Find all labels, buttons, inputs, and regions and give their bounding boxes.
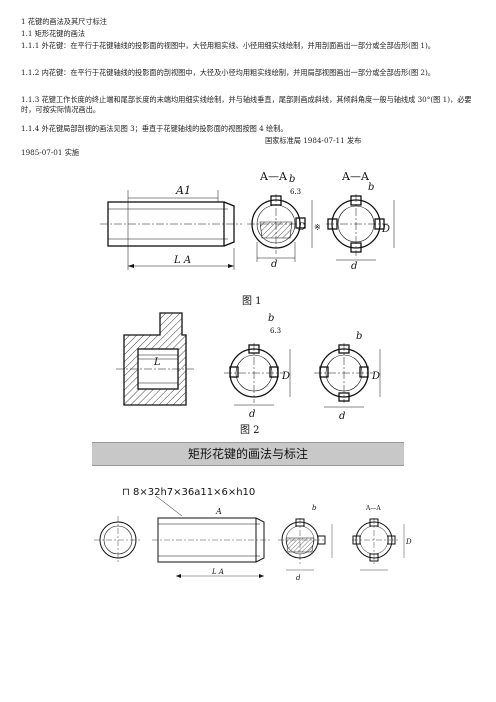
- figure-1: A1 L A A—A b 6.3 d D ※ A—A b d D 图 1: [100, 170, 395, 307]
- fig1-section-left: A—A: [259, 170, 288, 183]
- paragraph-1-1-2: 1.1.2 内花键：在平行于花键轴线的投影面的剖视图中，大径及小径均用粗实线绘制…: [21, 68, 435, 77]
- fig3-shaft-view: [152, 496, 272, 578]
- spline-formula: ⊓ 8×32h7×36a11×6×h10: [122, 487, 256, 498]
- publish-line: 国家标准局 1984-07-11 发布: [265, 136, 362, 145]
- fig2-section-view-a: [224, 343, 291, 406]
- end-view: [94, 516, 142, 564]
- fig1-label-d-small: D: [297, 222, 306, 233]
- fig1-x-mark: ※: [314, 223, 321, 232]
- paragraph-1-1-1: 1.1.1 外花键：在平行于花键轴线的投影面的视图中，大径用粗实线、小径用细实线…: [21, 41, 435, 50]
- fig3-section-hatched: [278, 518, 333, 571]
- figure-3: A L A b d A—A D: [94, 496, 412, 582]
- fig3-label-a: A: [215, 507, 222, 516]
- fig2-label-D-right: D: [371, 371, 380, 382]
- fig3-label-D: D: [405, 538, 412, 546]
- internal-spline-section: [116, 312, 194, 406]
- fig2-label-d-right: d: [339, 411, 345, 422]
- fig1-label-la: L A: [173, 255, 191, 266]
- fig1-label-b-right: b: [368, 182, 374, 193]
- fig1-section-right: A—A: [341, 170, 370, 183]
- fig2-section-view-b: [314, 343, 381, 408]
- paragraph-1-1-4: 1.1.4 外花键局部剖视的画法见图 3；垂直于花键轴线的投影面的视图按图 4 …: [21, 124, 288, 133]
- external-spline-side-view: [100, 190, 242, 270]
- fig3-section-spline: [352, 518, 405, 571]
- fig2-label-d: d: [249, 409, 255, 420]
- fig3-section: A—A: [365, 505, 381, 512]
- fig1-label-D-right: D: [381, 224, 390, 235]
- section-banner: 矩形花键的画法与标注: [92, 442, 404, 466]
- fig2-label-ra: 6.3: [270, 327, 281, 335]
- fig2-label-b-right: b: [356, 331, 362, 342]
- fig2-label-b: b: [268, 313, 274, 324]
- fig1-label-d: d: [271, 259, 277, 270]
- fig1-caption: 图 1: [242, 295, 262, 307]
- fig1-label-b: b: [289, 174, 295, 185]
- fig2-caption: 图 2: [240, 424, 260, 436]
- section-view-spline: [326, 194, 395, 261]
- fig1-label-ra: 6.3: [290, 188, 301, 196]
- section-title: 1.1 矩形花键的画法: [21, 29, 86, 38]
- heading: 1 花键的画法及其尺寸标注: [21, 17, 107, 26]
- fig1-label-a1: A1: [175, 184, 191, 197]
- paragraph-1-1-3: 1.1.3 花键工作长度的终止端和尾部长度的末端均用细实线绘制，并与轴线垂直，尾…: [21, 95, 472, 114]
- fig3-label-la: L A: [211, 568, 224, 576]
- fig3-label-b: b: [312, 504, 317, 512]
- fig2-label-l: L: [153, 357, 161, 368]
- section-view-hatched: [247, 194, 313, 262]
- effective-line: 1985-07-01 实施: [21, 148, 80, 157]
- fig2-label-D: D: [281, 371, 290, 382]
- figure-2: L b 6.3 d D b d D 图 2: [116, 312, 381, 436]
- fig1-label-d-right: d: [351, 261, 357, 272]
- fig3-label-d: d: [296, 574, 301, 582]
